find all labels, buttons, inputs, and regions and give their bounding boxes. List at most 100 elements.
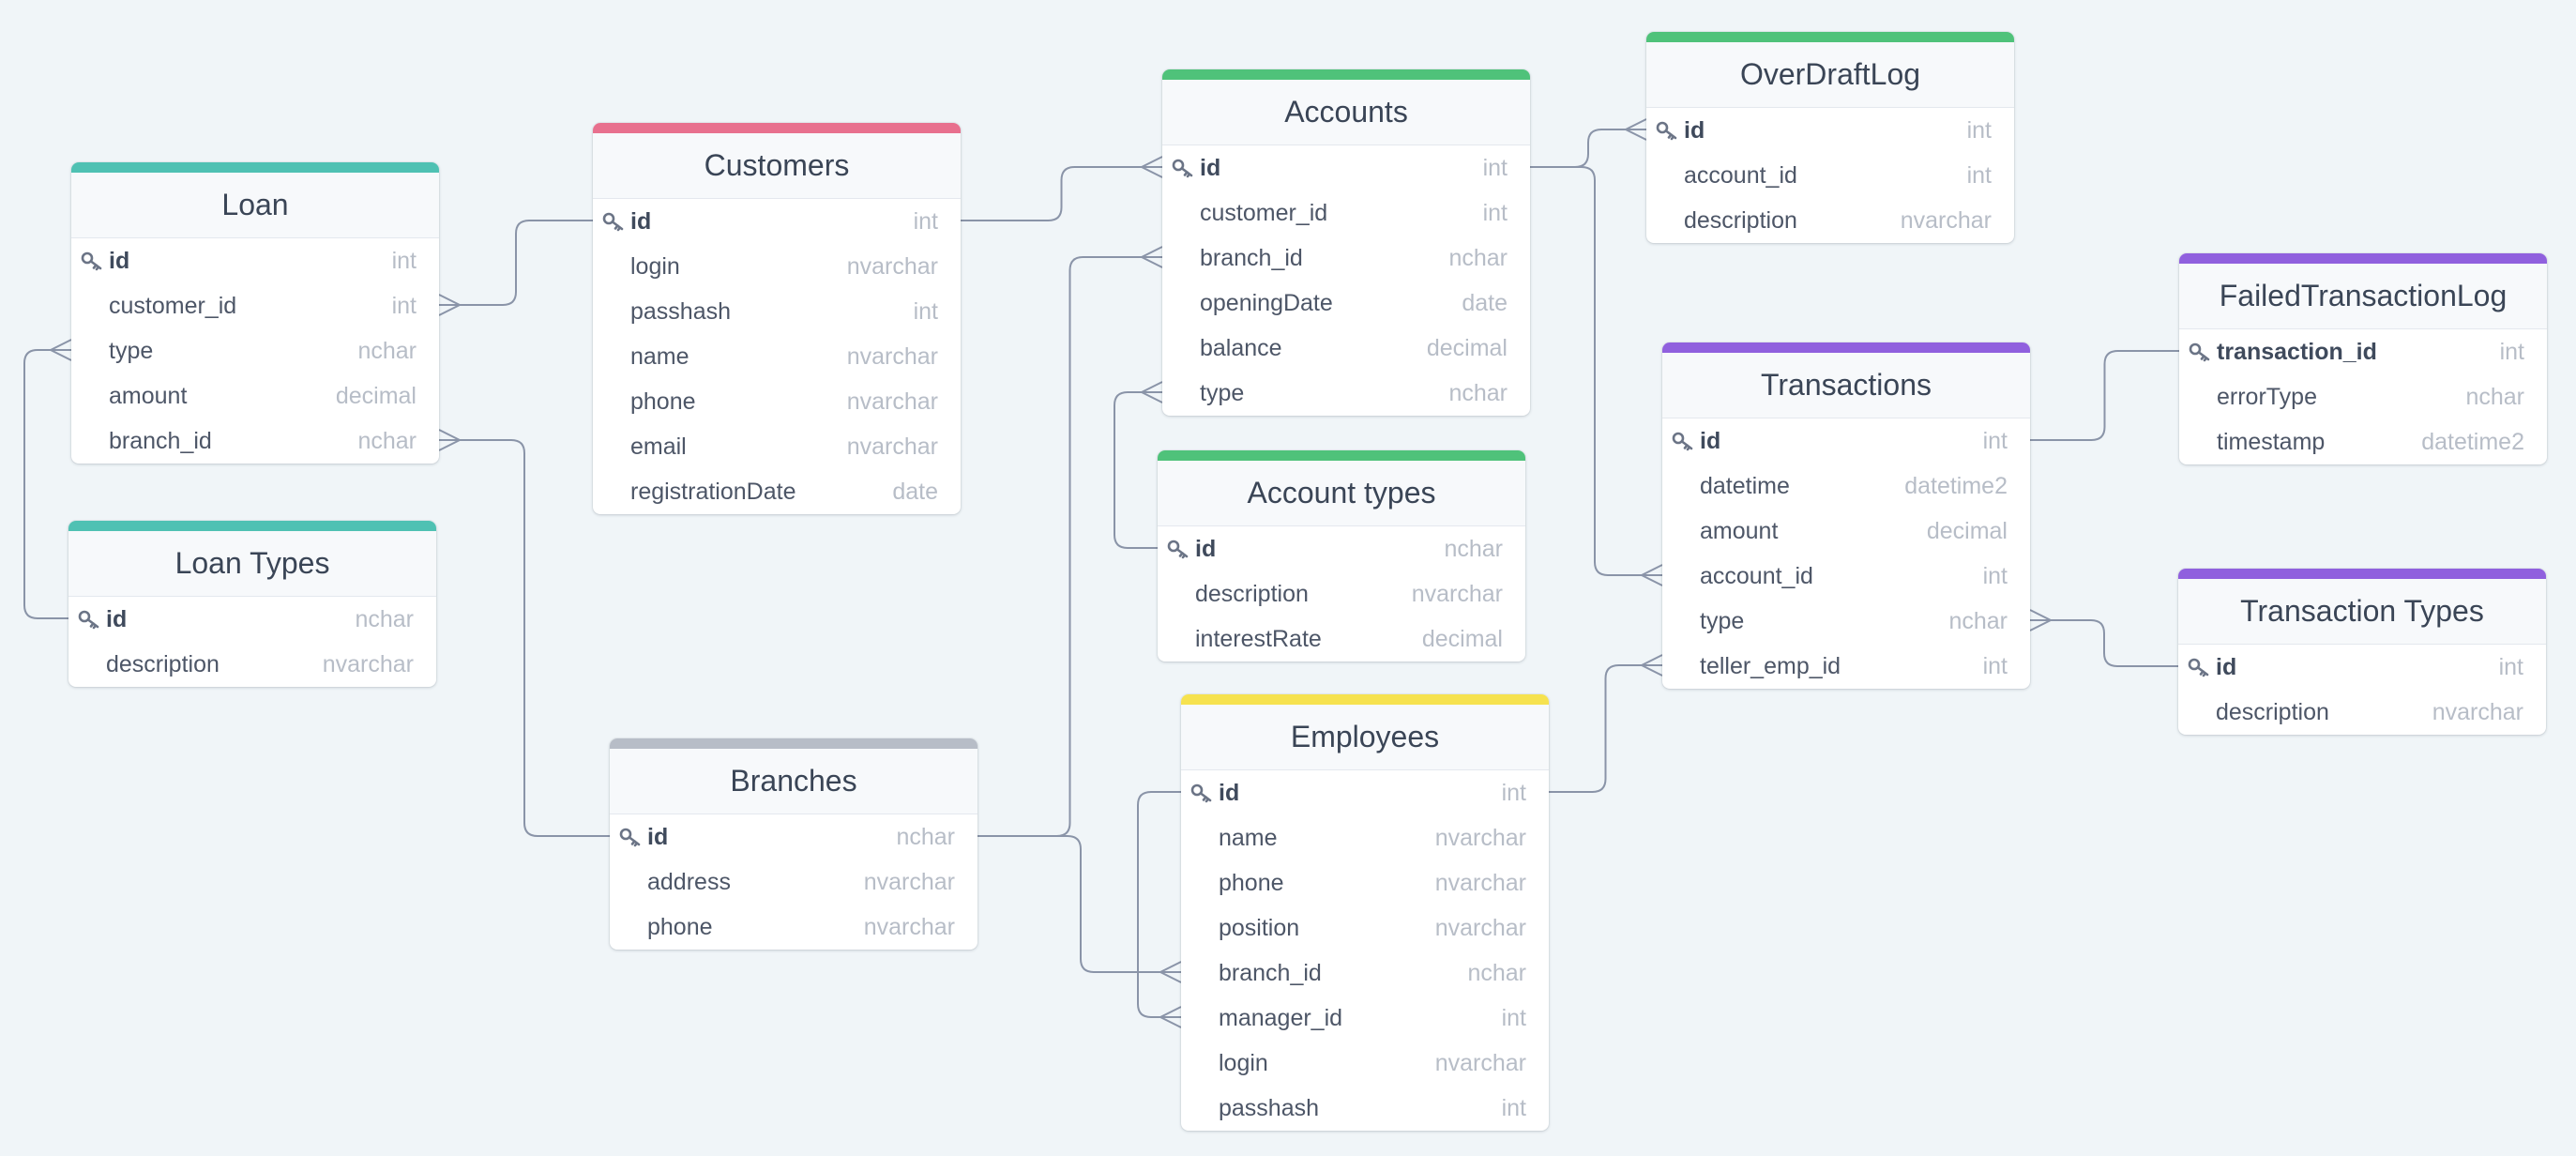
primary-key-icon xyxy=(1672,432,1693,451)
table-color-bar xyxy=(1662,342,2030,353)
field-type: int xyxy=(913,298,938,325)
relationship-transactions-failedtransactionlog-transaction-id[interactable] xyxy=(2030,350,2179,441)
field-name: phone xyxy=(630,388,696,415)
field-type: nvarchar xyxy=(1411,581,1503,607)
relationship-accounts-transactions-account-id[interactable] xyxy=(1530,166,1663,586)
relationship-account-types-accounts-type[interactable] xyxy=(1114,381,1163,549)
table-title[interactable]: Transactions xyxy=(1662,353,2030,418)
field-name: passhash xyxy=(630,298,732,325)
field-type: decimal xyxy=(1926,518,2008,544)
field-type: datetime2 xyxy=(1904,473,2008,499)
relationship-employees-transactions-teller-emp-id[interactable] xyxy=(1549,654,1663,793)
table-title[interactable]: Loan xyxy=(71,173,439,238)
table-title[interactable]: Transaction Types xyxy=(2178,579,2546,645)
table-title[interactable]: Accounts xyxy=(1162,80,1530,145)
field-name: errorType xyxy=(2217,384,2317,410)
relationship-branches-accounts-branch-id[interactable] xyxy=(977,246,1163,837)
primary-key-icon xyxy=(1656,121,1677,141)
table-title[interactable]: Customers xyxy=(593,133,961,199)
relationship-customers-loan-customer-id[interactable] xyxy=(438,220,593,316)
relationship-loan-types-loan-type[interactable] xyxy=(23,339,72,619)
relationship-branches-employees-branch-id[interactable] xyxy=(977,835,1182,983)
table-title[interactable]: OverDraftLog xyxy=(1646,42,2014,108)
table-title[interactable]: Employees xyxy=(1181,705,1549,770)
field-name: teller_emp_id xyxy=(1700,653,1841,679)
table-title[interactable]: Branches xyxy=(610,749,977,814)
table-title[interactable]: Loan Types xyxy=(68,531,436,597)
relationship-employees-employees-manager-id[interactable] xyxy=(1137,791,1182,1028)
relationship-transaction-types-transactions-type[interactable] xyxy=(2029,609,2178,667)
connector-line xyxy=(1530,166,1662,576)
table-title[interactable]: Account types xyxy=(1158,461,1525,526)
connector-line xyxy=(23,349,71,619)
field-type: nvarchar xyxy=(1434,870,1526,896)
relationship-customers-accounts-customer-id[interactable] xyxy=(961,156,1163,221)
relationship-accounts-overdraftlog-id[interactable] xyxy=(1530,118,1647,168)
field-type: nvarchar xyxy=(1434,825,1526,851)
field-type: int xyxy=(1982,653,2008,679)
field-row-teller-emp-id[interactable]: teller_emp_id int xyxy=(1662,644,2030,689)
relationship-branches-loan-branch-id[interactable] xyxy=(438,429,610,837)
field-row-passhash[interactable]: passhash int xyxy=(593,289,961,334)
table-title[interactable]: FailedTransactionLog xyxy=(2179,264,2547,329)
field-type: int xyxy=(1966,117,1992,144)
